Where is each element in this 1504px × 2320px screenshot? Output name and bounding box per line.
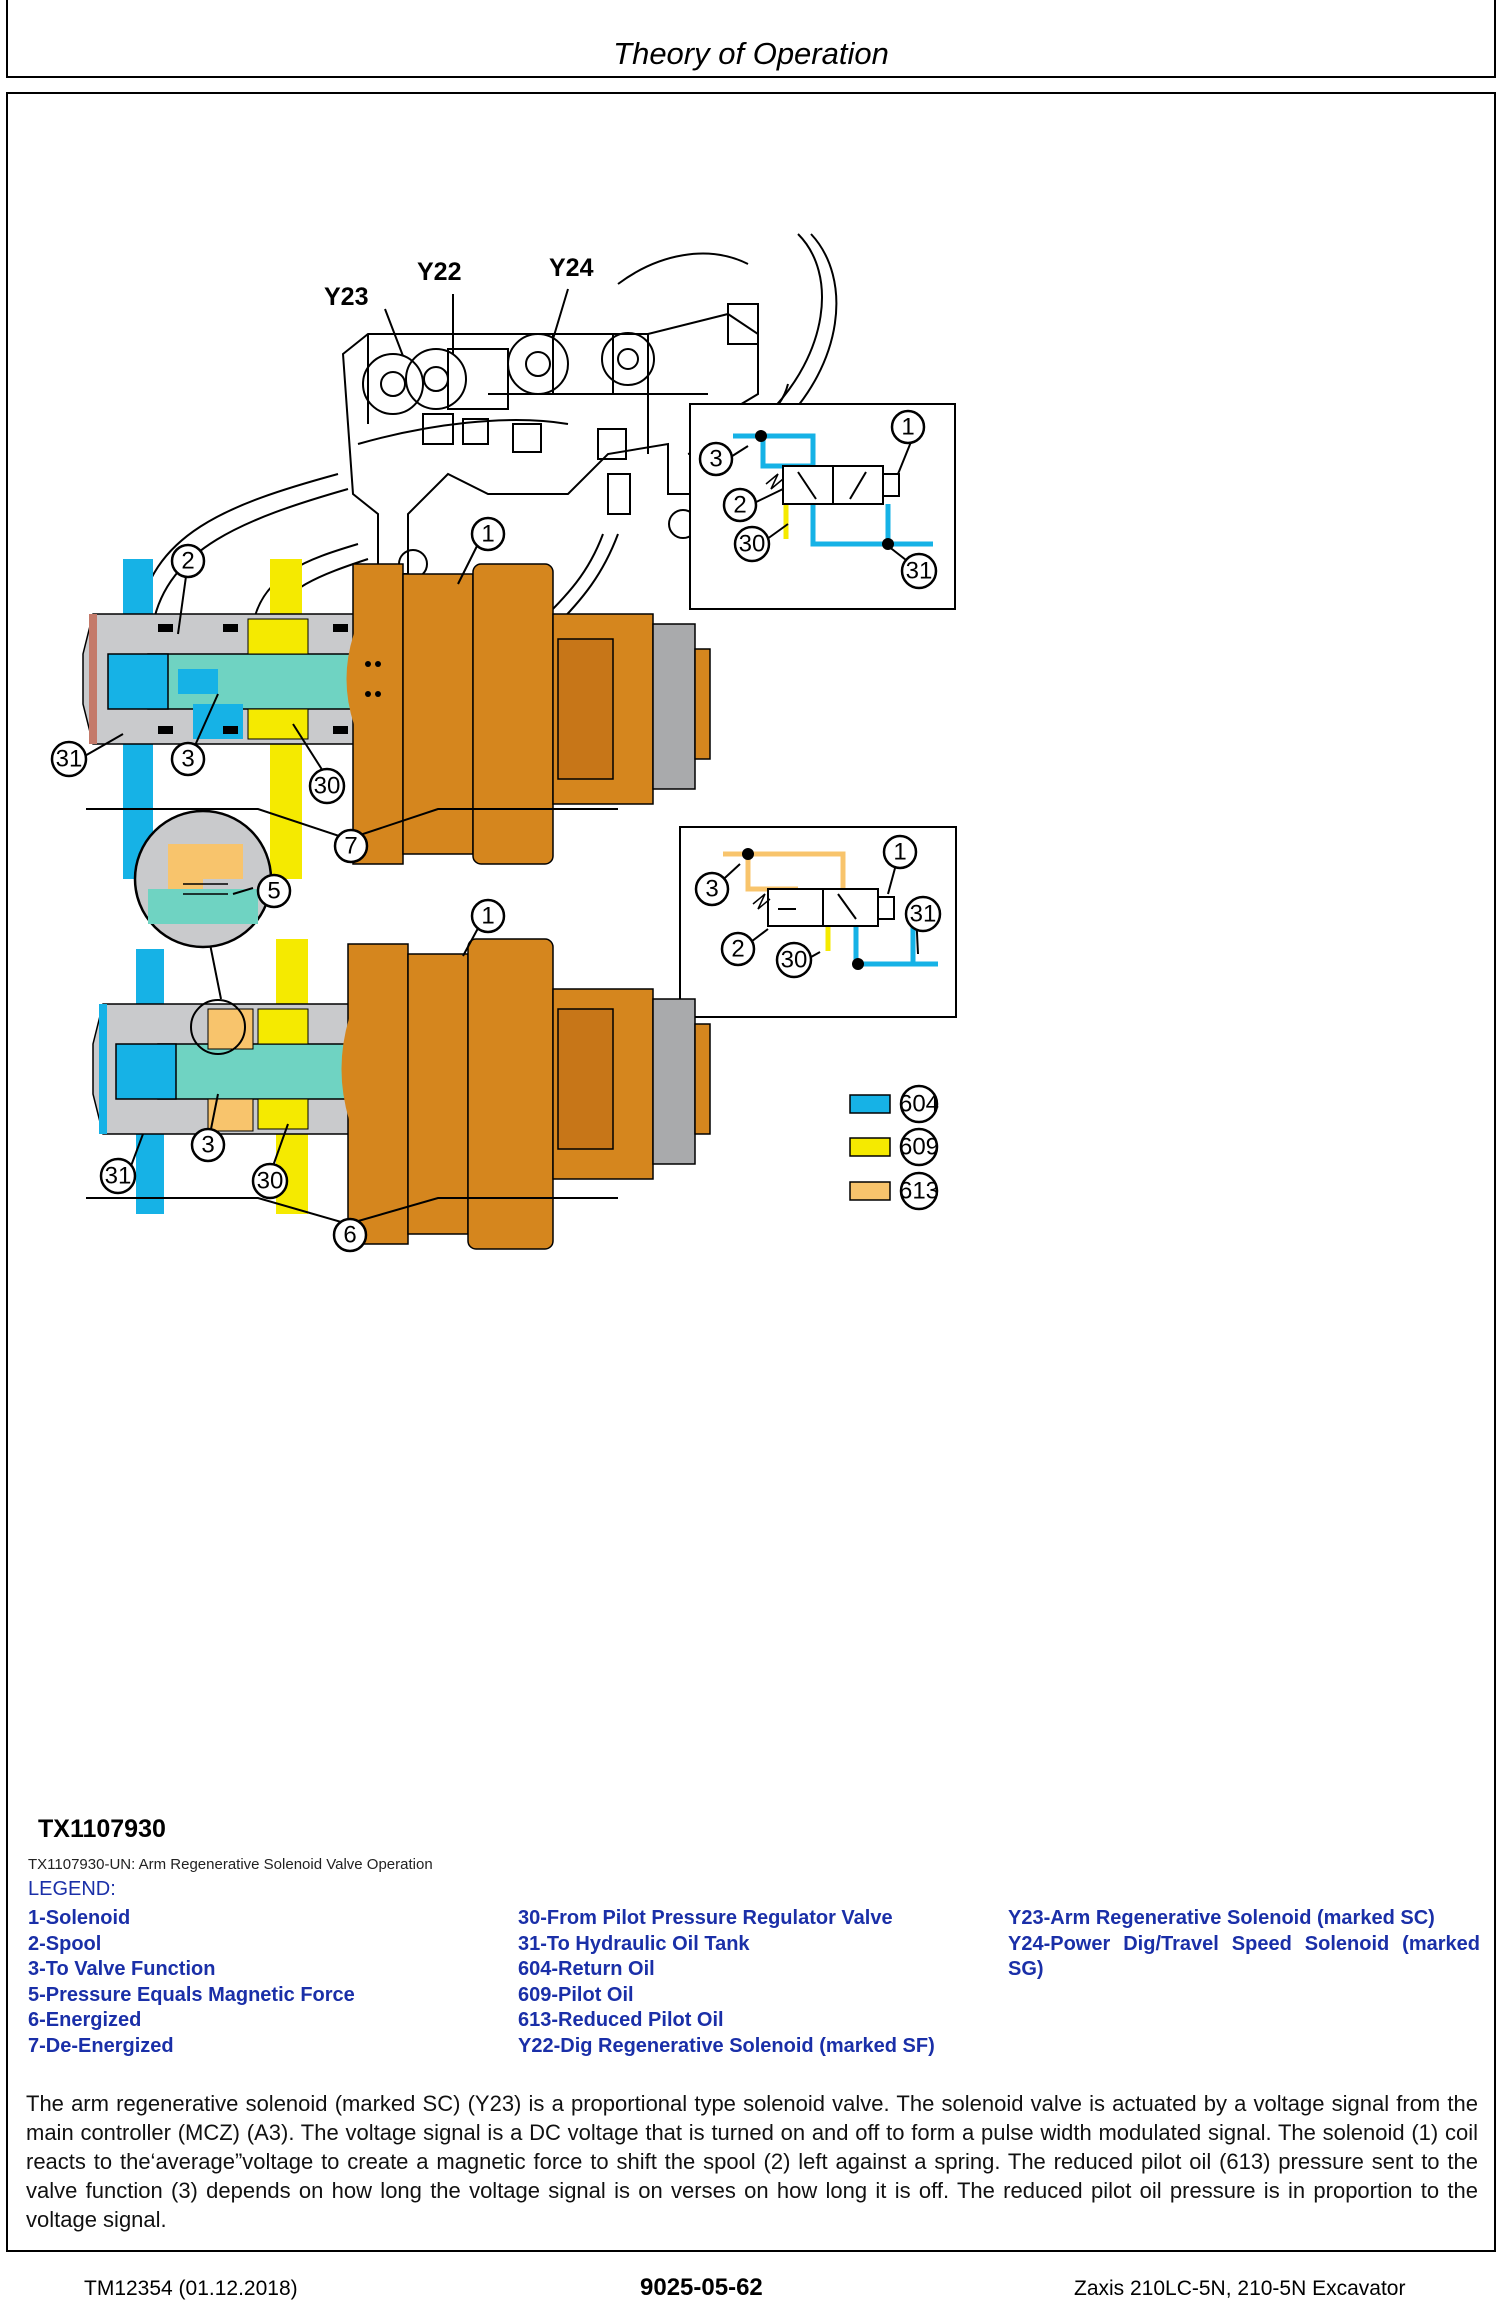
figure-caption: TX1107930-UN: Arm Regenerative Solenoid … [28, 1856, 433, 1873]
legend-column-2: 30-From Pilot Pressure Regulator Valve 3… [518, 1906, 935, 2059]
page-title: Theory of Operation [613, 36, 889, 71]
legend-item: Y24-Power Dig/Travel Speed Solenoid (mar… [1008, 1932, 1480, 1981]
callout-31-schematic-bottom: 31 [904, 895, 942, 933]
callout-2-schematic-bottom: 2 [720, 931, 756, 967]
footer-manual-id: TM12354 (01.12.2018) [84, 2277, 298, 2300]
legend-item: 5-Pressure Equals Magnetic Force [28, 1983, 355, 2006]
callout-31-cutaway-bottom: 31 [99, 1157, 137, 1195]
svg-text:1: 1 [481, 903, 494, 930]
svg-text:2: 2 [733, 492, 746, 519]
svg-text:31: 31 [105, 1163, 132, 1190]
callout-30-schematic-bottom: 30 [775, 941, 813, 979]
legend-item: 609-Pilot Oil [518, 1983, 634, 2006]
cutaway-deenergized [82, 559, 711, 879]
callout-3-cutaway-top: 3 [170, 741, 206, 777]
callout-2-cutaway-top: 2 [170, 543, 206, 579]
svg-text:5: 5 [267, 878, 280, 905]
legend-column-3: Y23-Arm Regenerative Solenoid (marked SC… [1008, 1906, 1480, 1983]
legend-item: Y23-Arm Regenerative Solenoid (marked SC… [1008, 1907, 1435, 1929]
label-y22: Y22 [417, 258, 461, 286]
label-y23: Y23 [324, 283, 368, 311]
callout-2-schematic-top: 2 [722, 487, 758, 523]
callout-1-cutaway-top: 1 [470, 516, 506, 552]
callout-1-schematic-top: 1 [890, 409, 926, 445]
key-label-613: 613 [899, 1171, 939, 1211]
svg-text:30: 30 [781, 947, 808, 974]
callout-1-cutaway-bottom: 1 [470, 898, 506, 934]
legend-item: Y22-Dig Regenerative Solenoid (marked SF… [518, 2034, 935, 2057]
legend-item: 3-To Valve Function [28, 1958, 216, 1980]
figure-id: TX1107930 [38, 1815, 166, 1843]
footer-model: Zaxis 210LC-5N, 210-5N Excavator [1074, 2277, 1406, 2300]
color-key: 604 609 613 [849, 1084, 939, 1211]
callout-31-cutaway-top: 31 [50, 740, 88, 778]
legend-item: 1-Solenoid [28, 1907, 131, 1929]
callout-3-schematic-bottom: 3 [694, 871, 730, 907]
callout-30-cutaway-bottom: 30 [251, 1162, 289, 1200]
callout-31-schematic-top: 31 [900, 552, 938, 590]
callout-5: 5 [256, 873, 292, 909]
svg-text:3: 3 [181, 746, 194, 773]
callout-7: 7 [333, 828, 369, 864]
legend-item: 613-Reduced Pilot Oil [518, 2009, 724, 2031]
callout-30-schematic-top: 30 [733, 525, 771, 563]
key-label-609: 609 [899, 1127, 939, 1167]
legend-title: LEGEND: [28, 1878, 116, 1900]
key-label-604: 604 [899, 1084, 939, 1124]
legend-column-1: 1-Solenoid 2-Spool 3-To Valve Function 5… [28, 1906, 355, 2059]
svg-text:3: 3 [201, 1132, 214, 1159]
callout-3-cutaway-bottom: 3 [190, 1127, 226, 1163]
svg-text:3: 3 [705, 876, 718, 903]
callout-3-schematic-top: 3 [698, 441, 734, 477]
svg-text:2: 2 [731, 936, 744, 963]
svg-text:31: 31 [906, 558, 933, 585]
svg-text:604: 604 [899, 1091, 939, 1118]
svg-text:2: 2 [181, 548, 194, 575]
body-paragraph: The arm regenerative solenoid (marked SC… [26, 2091, 1478, 2232]
callout-30-cutaway-top: 30 [308, 767, 346, 805]
key-swatch-613 [849, 1181, 891, 1201]
svg-text:1: 1 [893, 839, 906, 866]
callout-1-schematic-bottom: 1 [882, 834, 918, 870]
page-header: Theory of Operation [6, 0, 1496, 78]
svg-text:1: 1 [901, 414, 914, 441]
svg-text:30: 30 [314, 773, 341, 800]
legend-item: 6-Energized [28, 2009, 142, 2031]
footer-page-number: 9025-05-62 [640, 2274, 763, 2301]
svg-text:1: 1 [481, 521, 494, 548]
svg-text:30: 30 [257, 1168, 284, 1195]
key-swatch-604 [849, 1094, 891, 1114]
svg-text:31: 31 [910, 901, 937, 928]
cutaway-energized [92, 809, 711, 1250]
svg-text:7: 7 [344, 833, 357, 860]
legend-item: 2-Spool [28, 1932, 102, 1955]
legend-item: 604-Return Oil [518, 1958, 655, 1980]
key-swatch-609 [849, 1137, 891, 1157]
svg-text:30: 30 [739, 531, 766, 558]
legend-item: 31-To Hydraulic Oil Tank [518, 1932, 750, 1955]
label-y24: Y24 [549, 254, 594, 282]
svg-text:609: 609 [899, 1134, 939, 1161]
svg-text:31: 31 [56, 746, 83, 773]
legend-item: 30-From Pilot Pressure Regulator Valve [518, 1907, 893, 1929]
solenoid-valve-figure: .ln { fill: none; stroke: #000; stroke-w… [50, 233, 957, 1253]
svg-text:613: 613 [899, 1178, 939, 1205]
callout-6: 6 [332, 1217, 368, 1253]
content-frame [6, 92, 1496, 2252]
svg-text:3: 3 [709, 446, 722, 473]
legend-item: 7-De-Energized [28, 2034, 174, 2057]
svg-text:6: 6 [343, 1222, 356, 1249]
